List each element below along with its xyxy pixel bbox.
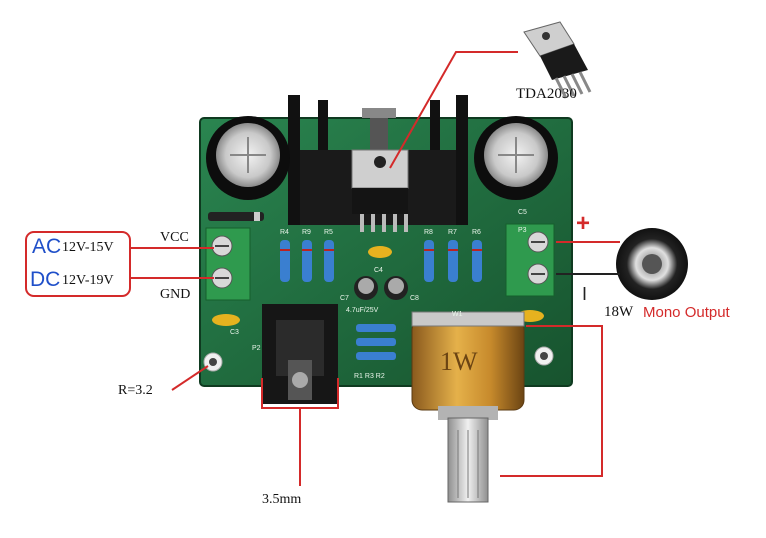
annotation-lines bbox=[25, 51, 620, 486]
tda2030-chip-on-board bbox=[351, 149, 409, 232]
resistors-right bbox=[424, 240, 482, 282]
resistors-left bbox=[280, 240, 334, 282]
audio-jack bbox=[262, 304, 338, 404]
resistors-bottom bbox=[356, 324, 396, 360]
ac-range-label: 12V-15V bbox=[62, 240, 114, 255]
svg-text:R7: R7 bbox=[448, 229, 457, 236]
mounting-holes bbox=[203, 346, 554, 372]
gnd-label: GND bbox=[160, 287, 191, 302]
silkscreen-labels: R4 R9 R5 R8 R7 R6 C4 C5 C7 C8 C3 P2 P3 W… bbox=[230, 209, 527, 380]
dc-label: DC bbox=[30, 268, 61, 291]
input-terminal-block bbox=[205, 227, 251, 301]
capacitor-right bbox=[474, 116, 558, 200]
capacitor-left bbox=[206, 116, 290, 200]
output-terminal-block bbox=[505, 223, 555, 297]
svg-text:C3: C3 bbox=[230, 329, 239, 336]
svg-text:P2: P2 bbox=[252, 345, 261, 352]
svg-text:R4: R4 bbox=[280, 229, 289, 236]
svg-text:R9: R9 bbox=[302, 229, 311, 236]
power-label: 18W bbox=[604, 304, 634, 320]
svg-text:C7: C7 bbox=[340, 295, 349, 302]
mono-output-label: Mono Output bbox=[643, 304, 730, 321]
tda2030-chip-icon bbox=[523, 21, 592, 99]
dc-range-label: 12V-19V bbox=[62, 273, 114, 288]
diode bbox=[208, 212, 264, 221]
jack-size-label: 3.5mm bbox=[262, 492, 302, 507]
svg-text:C5: C5 bbox=[518, 209, 527, 216]
speaker-icon bbox=[616, 228, 688, 300]
svg-text:R8: R8 bbox=[424, 229, 433, 236]
svg-text:R6: R6 bbox=[472, 229, 481, 236]
svg-text:R1 R3 R2: R1 R3 R2 bbox=[354, 373, 385, 380]
svg-text:4.7uF/25V: 4.7uF/25V bbox=[346, 307, 379, 314]
potentiometer bbox=[411, 311, 525, 503]
minus-label: I bbox=[582, 284, 588, 304]
svg-text:R5: R5 bbox=[324, 229, 333, 236]
resistance-label: R=3.2 bbox=[118, 383, 153, 398]
plus-label: + bbox=[576, 210, 591, 237]
svg-text:C8: C8 bbox=[410, 295, 419, 302]
tda2030-label: TDA2030 bbox=[516, 86, 577, 102]
vcc-label: VCC bbox=[160, 230, 189, 245]
svg-text:W1: W1 bbox=[452, 311, 463, 318]
svg-text:P3: P3 bbox=[518, 227, 527, 234]
svg-text:C4: C4 bbox=[374, 267, 383, 274]
ac-label: AC bbox=[32, 235, 62, 258]
pot-marking: 1W bbox=[440, 347, 478, 376]
